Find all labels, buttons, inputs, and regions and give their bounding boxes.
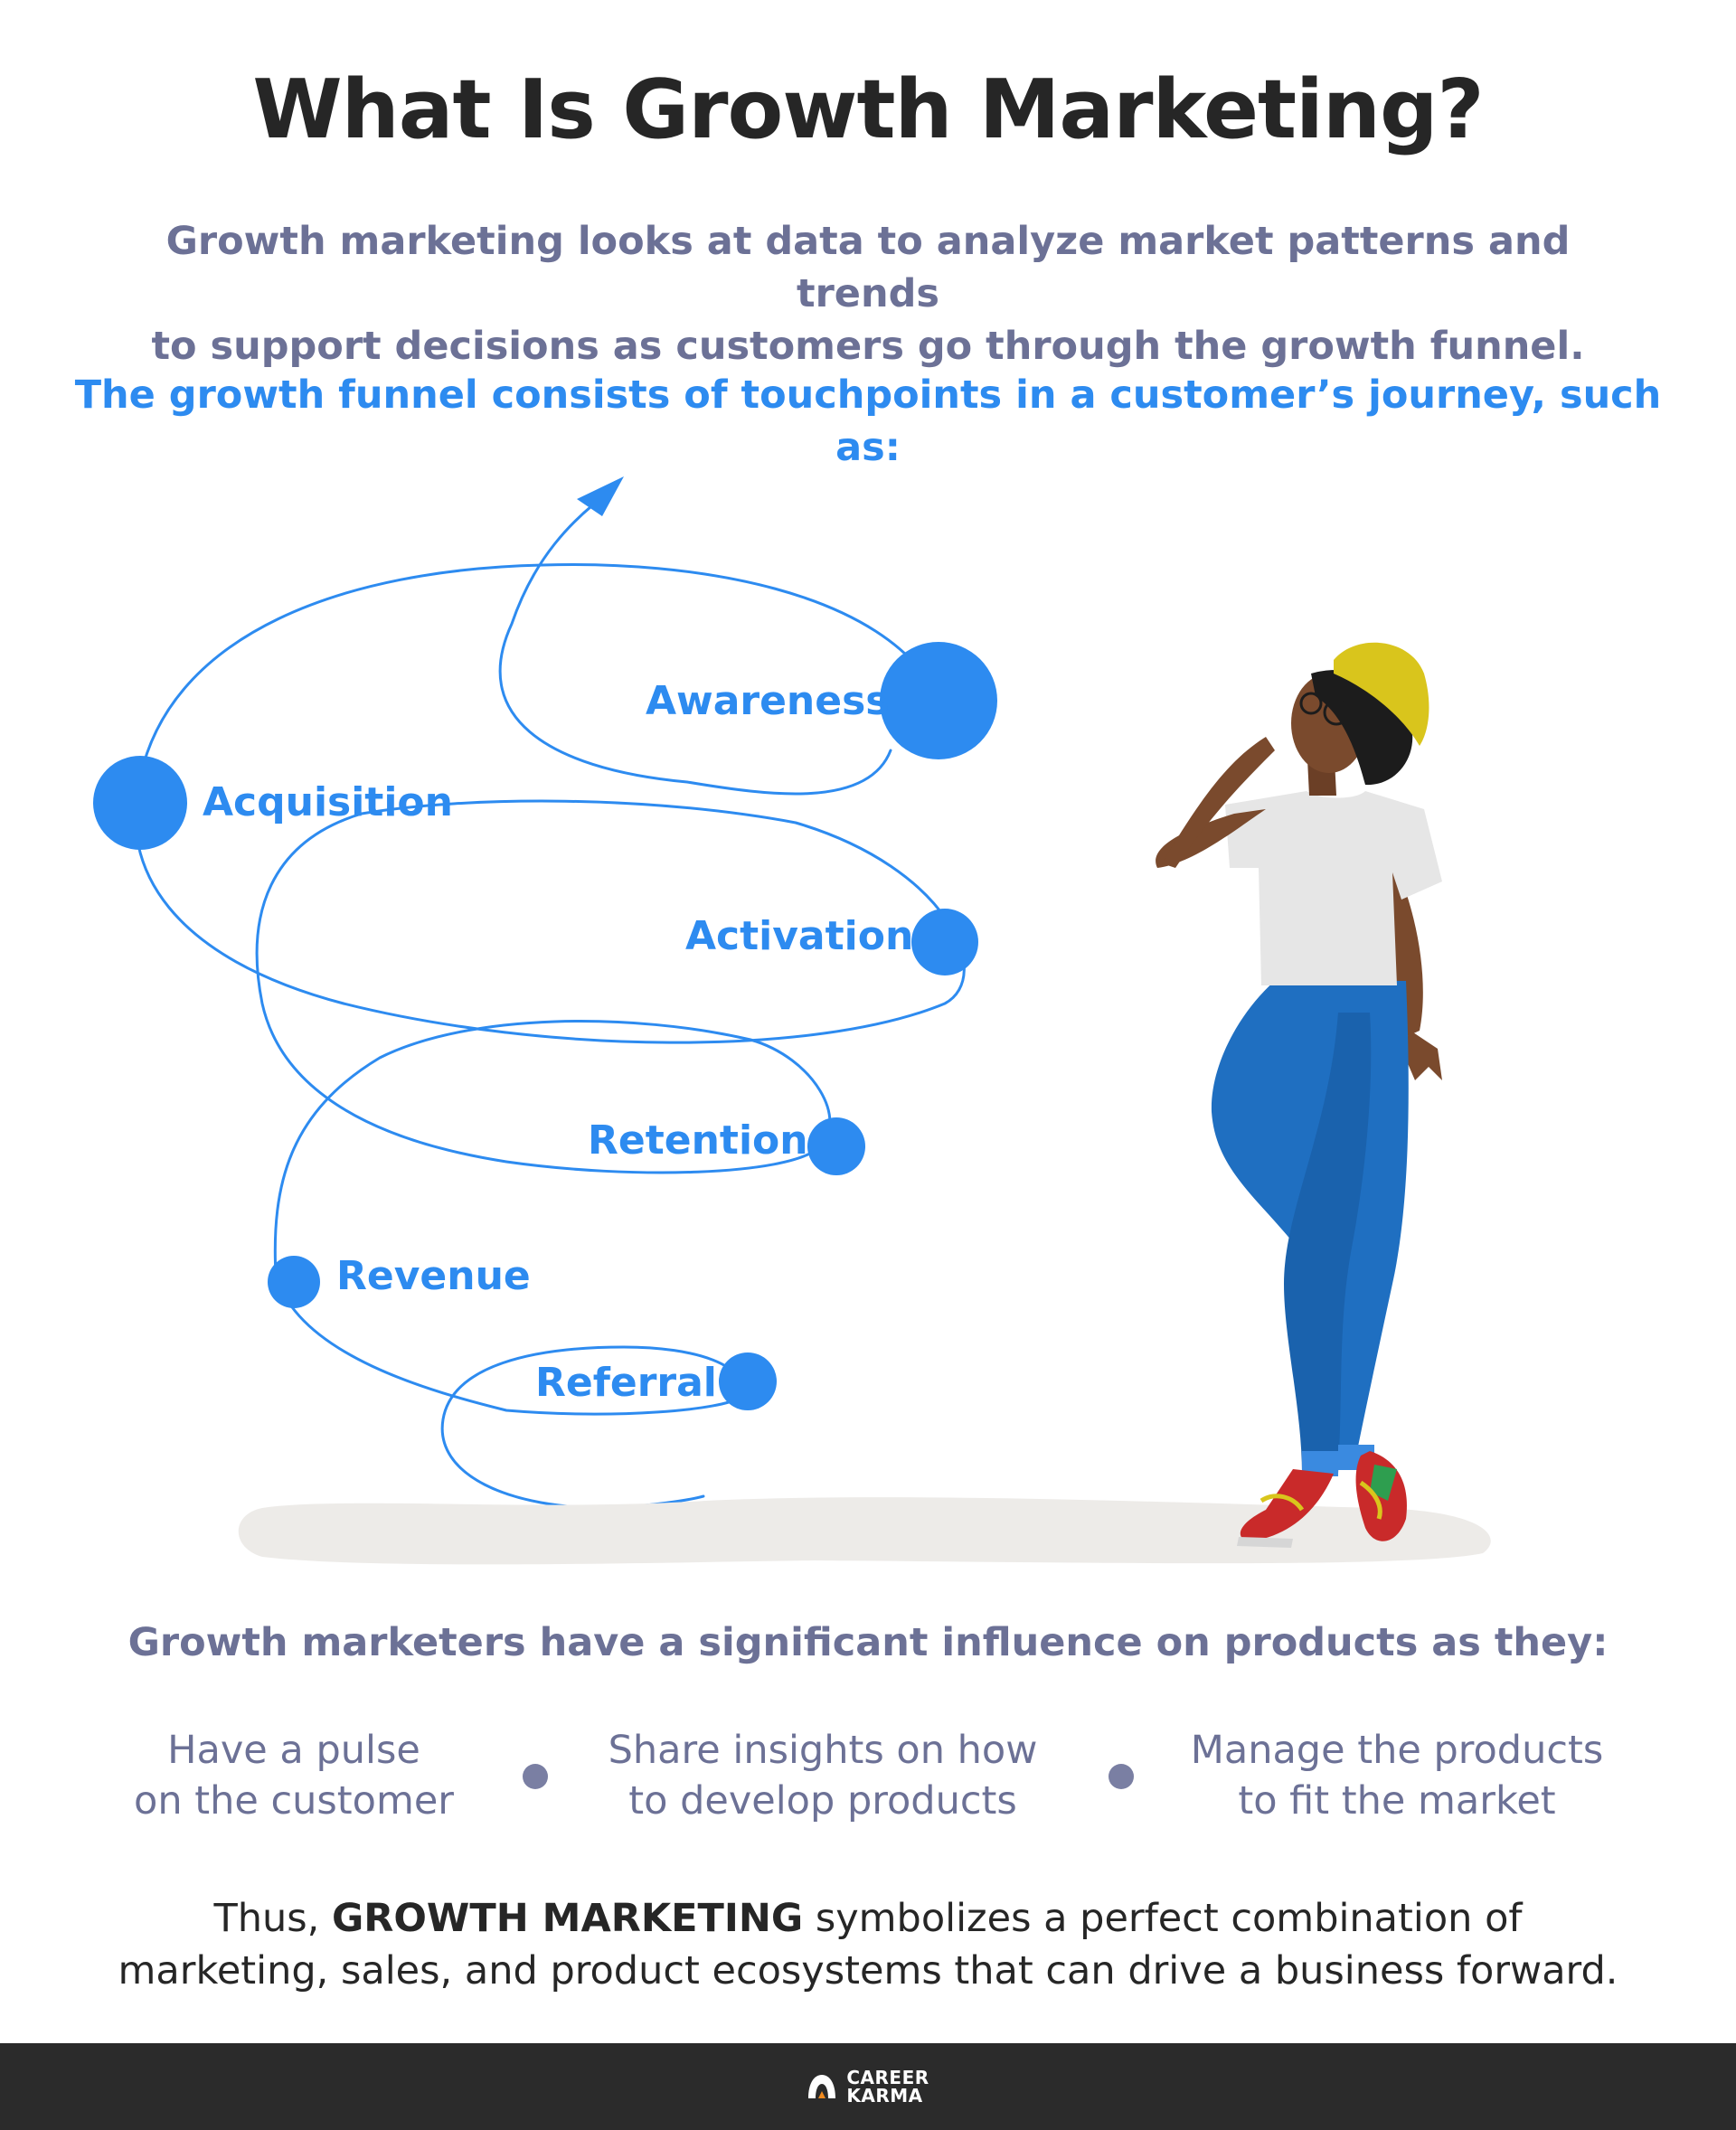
funnel-intro: The growth funnel consists of touchpoint… [74, 372, 1662, 470]
ground-shadow [238, 1497, 1491, 1565]
bullet-line-1: Share insights on how [608, 1728, 1038, 1773]
conclusion-prefix: Thus, [213, 1896, 320, 1941]
brand-logo[interactable]: CAREER KARMA [0, 2043, 1736, 2130]
brand-line-2: KARMA [846, 2085, 923, 2106]
bullet-item: Share insights on how to develop product… [588, 1725, 1058, 1826]
subtitle: Growth marketing looks at data to analyz… [136, 215, 1600, 372]
subtitle-line-2: to support decisions as customers go thr… [151, 324, 1585, 369]
growth-funnel-spiral [93, 476, 1491, 1565]
conclusion-line-1: Thus, GROWTH MARKETING symbolizes a perf… [54, 1892, 1682, 1945]
conclusion-rest: symbolizes a perfect combination of [815, 1896, 1523, 1941]
retention-node [807, 1117, 865, 1175]
stage-retention: Retention [588, 1117, 808, 1164]
conclusion: Thus, GROWTH MARKETING symbolizes a perf… [54, 1892, 1682, 1997]
page-title: What Is Growth Marketing? [252, 62, 1484, 157]
bullet-item: Manage the products to fit the market [1166, 1725, 1628, 1826]
stage-awareness: Awareness [646, 678, 890, 724]
influence-heading: Growth marketers have a significant infl… [127, 1620, 1609, 1665]
bullet-line-1: Manage the products [1190, 1728, 1604, 1773]
career-karma-logo-icon [808, 2075, 836, 2098]
bullet-line-2: to fit the market [1238, 1778, 1556, 1824]
brand-line-1: CAREER [846, 2067, 929, 2088]
conclusion-emphasis: GROWTH MARKETING [331, 1896, 804, 1941]
acquisition-node [93, 756, 187, 850]
subtitle-line-1: Growth marketing looks at data to analyz… [165, 219, 1571, 316]
bullet-line-2: on the customer [134, 1778, 454, 1824]
brand-wordmark: CAREER KARMA [846, 2069, 929, 2105]
bullet-line-2: to develop products [628, 1778, 1017, 1824]
bullet-line-1: Have a pulse [167, 1728, 420, 1773]
referral-node [719, 1352, 777, 1410]
arrow-head-icon [577, 476, 624, 516]
person-illustration [1156, 642, 1442, 1548]
bullet-item: Have a pulse on the customer [108, 1725, 479, 1826]
revenue-node [268, 1256, 320, 1308]
stage-acquisition: Acquisition [203, 779, 453, 825]
conclusion-line-2: marketing, sales, and product ecosystems… [118, 1948, 1618, 1993]
stage-revenue: Revenue [336, 1253, 531, 1299]
stage-referral: Referral [535, 1360, 717, 1406]
bullet-separator-dot [523, 1764, 548, 1789]
footer-bar: CAREER KARMA [0, 2043, 1736, 2130]
stage-activation: Activation [685, 913, 914, 959]
activation-node [911, 909, 978, 975]
awareness-node [880, 642, 997, 759]
bullet-separator-dot [1109, 1764, 1134, 1789]
